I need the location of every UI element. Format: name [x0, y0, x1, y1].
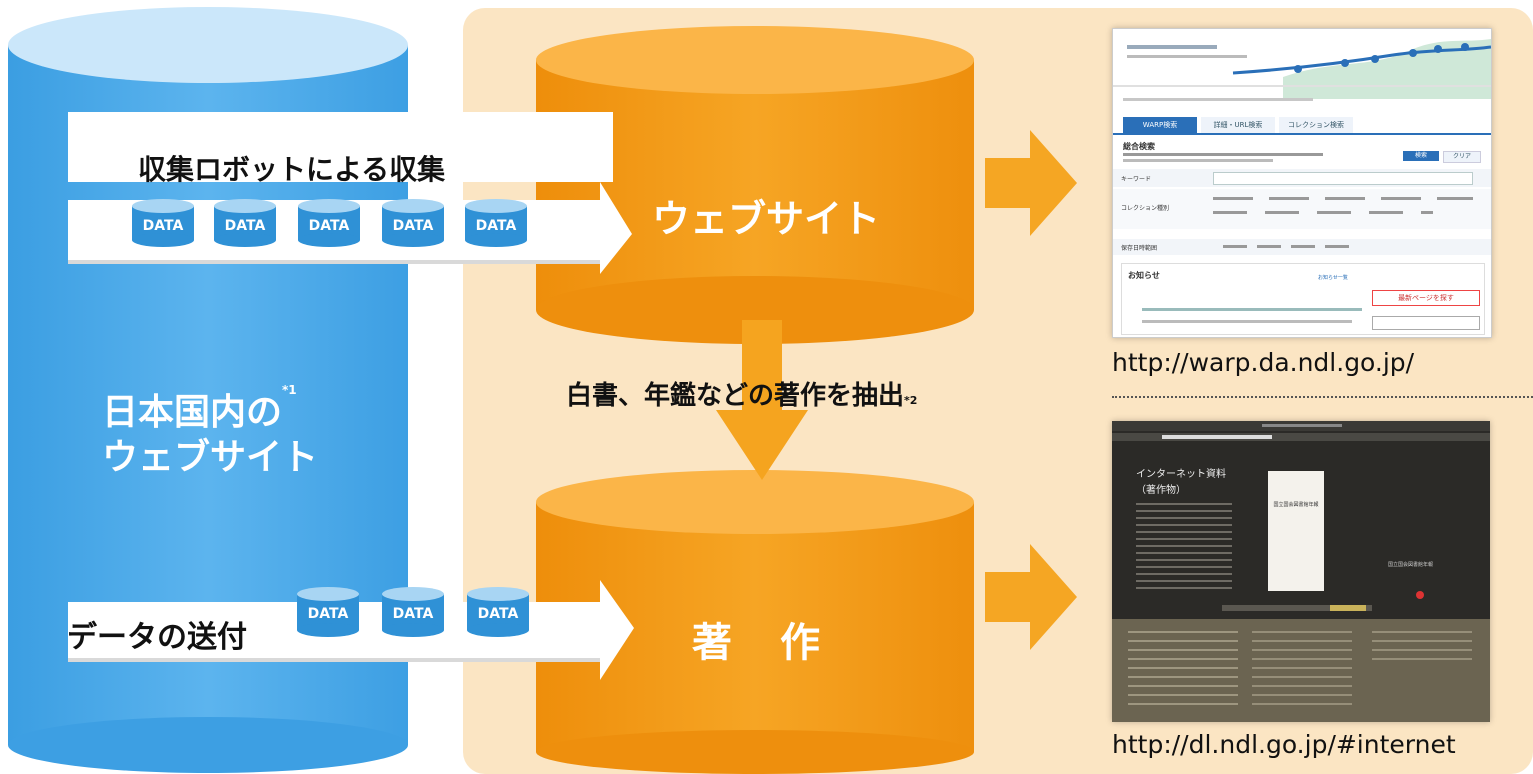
warp-tab-2[interactable]: 詳細・URL検索 — [1201, 117, 1275, 133]
footnote-1: *1 — [282, 383, 297, 397]
data-chip: DATA — [380, 586, 446, 642]
data-chip-label: DATA — [224, 218, 266, 234]
warp-news-title: お知らせ — [1128, 271, 1160, 280]
dl-titlebar — [1112, 421, 1490, 431]
works-cylinder — [536, 470, 974, 774]
data-chip: DATA — [296, 198, 362, 252]
extract-arrow — [716, 320, 808, 480]
warp-search-button[interactable]: 検索 — [1403, 151, 1439, 161]
website-db-label: ウェブサイト — [652, 197, 881, 241]
warp-collection-row: コレクション種別 — [1113, 189, 1491, 229]
warp-header — [1113, 29, 1491, 99]
data-chip: DATA — [463, 198, 529, 252]
extract-label: 白書、年鑑などの著作を抽出*2 — [566, 381, 918, 411]
data-chip-label: DATA — [477, 606, 519, 622]
warp-screenshot: WARP検索 詳細・URL検索 コレクション検索 総合検索 検索 クリア キーワ… — [1112, 28, 1492, 338]
website-cylinder — [536, 26, 974, 344]
warp-tab-3[interactable]: コレクション検索 — [1279, 117, 1353, 133]
dl-book-title: 国立国会図書館年報 — [1273, 502, 1319, 508]
dl-book-caption: 国立国会図書館年報 — [1388, 562, 1434, 568]
warp-keyword-row: キーワード — [1113, 169, 1491, 187]
dl-marker-icon — [1416, 591, 1424, 599]
warp-news-box: お知らせ お知らせ一覧 最新ページを探す — [1121, 263, 1485, 335]
data-chip: DATA — [212, 198, 278, 252]
domestic-websites-label-2: ウェブサイト — [102, 437, 319, 478]
divider — [1112, 396, 1533, 398]
warp-news-more[interactable]: お知らせ一覧 — [1318, 275, 1348, 281]
warp-breadcrumb — [1113, 95, 1491, 105]
dl-screenshot: インターネット資料 （著作物） 国立国会図書館年報 国立国会図書館年報 — [1112, 421, 1490, 722]
data-chip-label: DATA — [392, 606, 434, 622]
warp-tab-1[interactable]: WARP検索 — [1123, 117, 1197, 133]
dl-book-cover: 国立国会図書館年報 — [1268, 471, 1324, 591]
dl-heading-2: （著作物） — [1136, 485, 1186, 496]
dl-footer — [1112, 619, 1490, 722]
data-chip-label: DATA — [142, 218, 184, 234]
warp-keyword-input[interactable] — [1213, 172, 1473, 185]
warp-period-label: 保存日時範囲 — [1121, 245, 1158, 252]
warp-latest-button[interactable]: 最新ページを探す — [1372, 290, 1480, 306]
data-chip-label: DATA — [392, 218, 434, 234]
warp-url[interactable]: http://warp.da.ndl.go.jp/ — [1112, 348, 1415, 377]
collection-label: 収集ロボットによる収集 — [138, 153, 446, 186]
dl-description — [1136, 503, 1232, 593]
warp-keyword-label: キーワード — [1121, 176, 1152, 183]
website-output-arrow — [985, 130, 1077, 236]
dl-page-control[interactable] — [1330, 605, 1366, 611]
dl-heading-1: インターネット資料 — [1136, 469, 1226, 480]
data-chip: DATA — [295, 586, 361, 642]
data-chip: DATA — [130, 198, 196, 252]
footnote-2: *2 — [904, 394, 918, 407]
submission-label: データの送付 — [67, 620, 247, 655]
works-output-arrow — [985, 544, 1077, 650]
domestic-websites-label: 日本国内の*1 — [102, 383, 297, 433]
dl-url[interactable]: http://dl.ndl.go.jp/#internet — [1112, 730, 1456, 759]
warp-tabs: WARP検索 詳細・URL検索 コレクション検索 — [1113, 117, 1491, 135]
data-chip: DATA — [380, 198, 446, 252]
warp-period-row: 保存日時範囲 — [1113, 239, 1491, 255]
warp-clear-button[interactable]: クリア — [1443, 151, 1481, 163]
data-chip-label: DATA — [475, 218, 517, 234]
data-chip-label: DATA — [308, 218, 350, 234]
works-db-label: 著 作 — [692, 620, 824, 666]
warp-section-title: 総合検索 — [1123, 142, 1155, 151]
data-chip-label: DATA — [307, 606, 349, 622]
collection-arrow — [68, 112, 632, 274]
warp-collection-label: コレクション種別 — [1121, 205, 1170, 212]
data-chip: DATA — [465, 586, 531, 642]
